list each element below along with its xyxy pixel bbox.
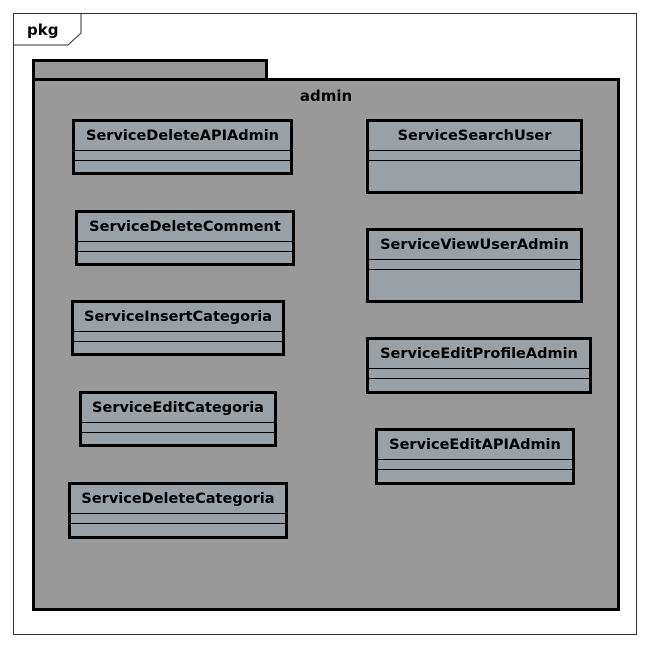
frame-label: pkg bbox=[27, 21, 59, 39]
class-operations-compartment bbox=[75, 161, 290, 172]
class-name: ServiceInsertCategoria bbox=[74, 303, 282, 332]
frame-tag bbox=[13, 13, 82, 46]
class-operations-compartment bbox=[74, 342, 282, 353]
class-attributes-compartment bbox=[82, 423, 274, 433]
class-name: ServiceDeleteAPIAdmin bbox=[75, 122, 290, 151]
class-box[interactable]: ServiceSearchUser bbox=[366, 119, 583, 194]
class-name: ServiceEditAPIAdmin bbox=[378, 431, 572, 460]
class-attributes-compartment bbox=[369, 151, 580, 161]
class-box[interactable]: ServiceViewUserAdmin bbox=[366, 228, 583, 303]
class-attributes-compartment bbox=[78, 242, 292, 252]
class-name: ServiceViewUserAdmin bbox=[369, 231, 580, 260]
class-attributes-compartment bbox=[75, 151, 290, 161]
class-box[interactable]: ServiceDeleteCategoria bbox=[68, 482, 288, 539]
class-operations-compartment bbox=[78, 252, 292, 263]
package-name: admin bbox=[299, 87, 353, 105]
class-operations-compartment bbox=[369, 270, 580, 300]
class-attributes-compartment bbox=[369, 369, 589, 379]
class-name: ServiceSearchUser bbox=[369, 122, 580, 151]
class-attributes-compartment bbox=[74, 332, 282, 342]
class-name: ServiceDeleteCategoria bbox=[71, 485, 285, 514]
class-operations-compartment bbox=[369, 379, 589, 391]
class-operations-compartment bbox=[369, 161, 580, 191]
package-tab bbox=[32, 59, 268, 81]
class-box[interactable]: ServiceDeleteComment bbox=[75, 210, 295, 266]
class-name: ServiceDeleteComment bbox=[78, 213, 292, 242]
class-box[interactable]: ServiceEditAPIAdmin bbox=[375, 428, 575, 485]
class-attributes-compartment bbox=[378, 460, 572, 470]
class-operations-compartment bbox=[71, 524, 285, 536]
class-operations-compartment bbox=[378, 470, 572, 482]
class-box[interactable]: ServiceInsertCategoria bbox=[71, 300, 285, 356]
class-attributes-compartment bbox=[369, 260, 580, 270]
class-attributes-compartment bbox=[71, 514, 285, 524]
class-operations-compartment bbox=[82, 433, 274, 444]
class-box[interactable]: ServiceEditProfileAdmin bbox=[366, 337, 592, 394]
class-box[interactable]: ServiceEditCategoria bbox=[79, 391, 277, 447]
class-name: ServiceEditProfileAdmin bbox=[369, 340, 589, 369]
class-name: ServiceEditCategoria bbox=[82, 394, 274, 423]
class-box[interactable]: ServiceDeleteAPIAdmin bbox=[72, 119, 293, 175]
